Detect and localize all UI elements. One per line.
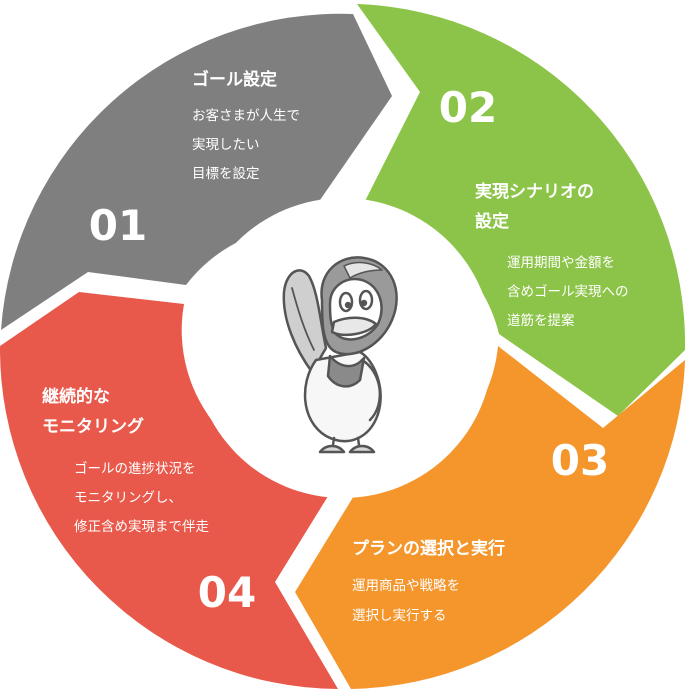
segment-04-desc-line-2: モニタリングし、 <box>74 490 182 506</box>
segment-01-desc-line-3: 目標を設定 <box>192 166 260 182</box>
segment-02-shape <box>356 4 685 416</box>
segment-02-desc-line-2: 含めゴール実現への <box>507 283 629 300</box>
segment-01-title: ゴール設定 <box>192 69 277 90</box>
segment-04-desc-line-1: ゴールの進捗状況を <box>74 460 196 477</box>
segment-02-title-line-1: 実現シナリオの <box>475 181 594 202</box>
segment-03-shape <box>295 346 685 689</box>
segment-03-desc-line-2: 選択し実行する <box>352 608 447 624</box>
segment-02-desc-line-1: 運用期間や金額を <box>507 255 615 271</box>
segment-03-title: プランの選択と実行 <box>352 538 505 559</box>
segment-01-number: 01 <box>89 201 147 250</box>
segment-04-number: 04 <box>198 568 256 617</box>
bird-mascot-icon <box>282 256 398 454</box>
segment-01-shape <box>1 13 392 331</box>
segment-01-desc-line-2: 実現したい <box>192 137 260 153</box>
segment-04-title-line-1: 継続的な <box>42 386 110 407</box>
segment-02-number: 02 <box>439 83 497 132</box>
segment-03-number: 03 <box>551 436 609 485</box>
segment-02-desc-line-3: 道筋を提案 <box>507 312 575 329</box>
segment-04-desc-line-3: 修正含め実現まで伴走 <box>74 519 209 535</box>
segment-01-desc-line-1: お客さまが人生で <box>192 107 300 124</box>
segment-03-desc-line-1: 運用商品や戦略を <box>352 578 460 594</box>
segment-04-shape <box>0 292 338 689</box>
segment-02-title-line-2: 設定 <box>475 211 509 232</box>
segment-04-title-line-2: モニタリング <box>42 416 144 437</box>
